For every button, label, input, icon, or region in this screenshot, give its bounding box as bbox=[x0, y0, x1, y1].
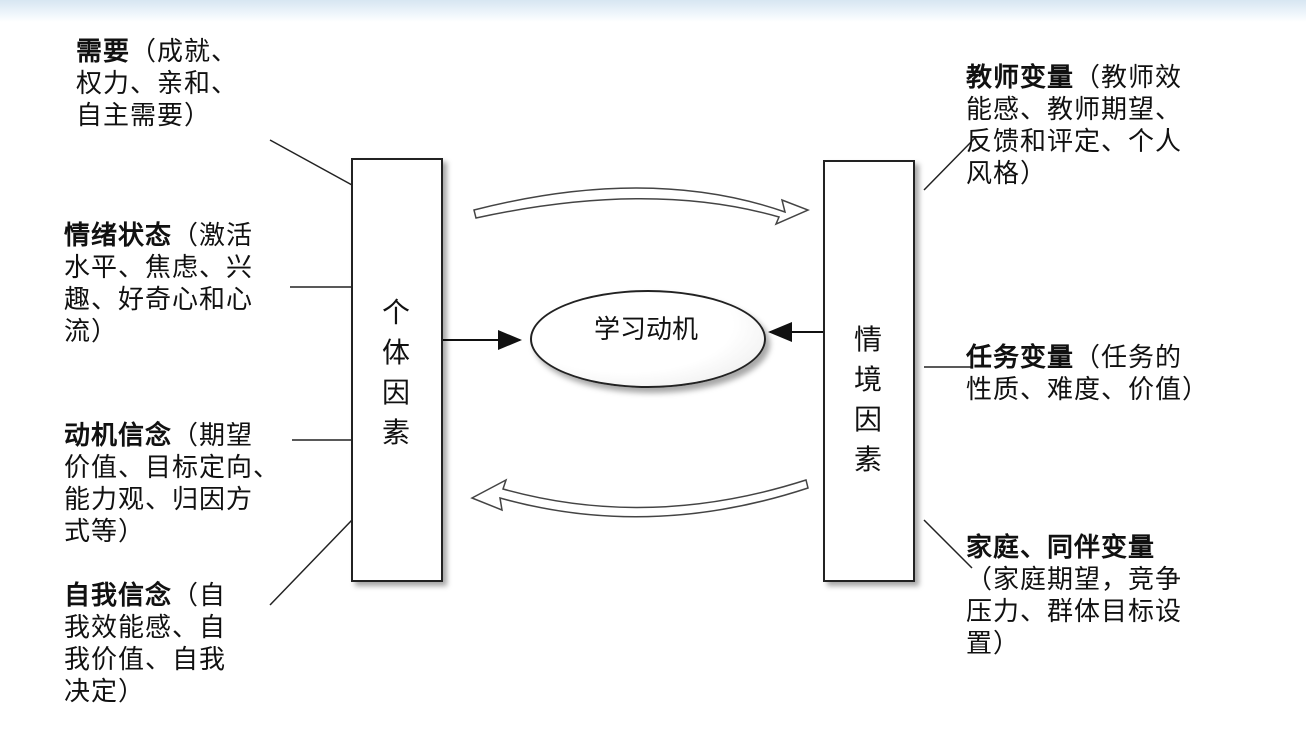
situation-char: 境 bbox=[853, 363, 882, 396]
factor-teacher: 教师变量（教师效 能感、教师期望、 反馈和评定、个人 风格） bbox=[966, 62, 1182, 190]
factor-emotion: 情绪状态（激活 水平、焦虑、兴 趣、好奇心和心 流） bbox=[64, 220, 253, 348]
factor-need: 需要（成就、 权力、亲和、 自主需要） bbox=[76, 36, 238, 132]
factor-title: 情绪状态 bbox=[64, 221, 173, 251]
top-banner bbox=[0, 0, 1306, 22]
curved-arrow-bottom bbox=[470, 478, 809, 518]
factor-family-peer: 家庭、同伴变量 （家庭期望，竞争 压力、群体目标设 置） bbox=[966, 532, 1182, 660]
factor-task: 任务变量（任务的 性质、难度、价值） bbox=[966, 342, 1209, 406]
factor-title: 任务变量 bbox=[966, 343, 1075, 373]
situation-char: 情 bbox=[853, 323, 882, 356]
factor-line: （任务的 bbox=[1074, 343, 1183, 373]
factor-line: （家庭期望，竞争 bbox=[966, 565, 1183, 595]
factor-line: 流） bbox=[64, 317, 119, 347]
factor-line: 决定） bbox=[64, 677, 146, 707]
factor-line: 我效能感、自 bbox=[64, 613, 227, 643]
factor-line: 能力观、归因方 bbox=[64, 485, 254, 515]
factor-line: 趣、好奇心和心 bbox=[64, 285, 254, 315]
factor-line: 压力、群体目标设 bbox=[966, 597, 1183, 627]
situation-factors-box bbox=[823, 160, 915, 582]
factor-line: （期望 bbox=[172, 421, 254, 451]
factor-title: 家庭、同伴变量 bbox=[966, 533, 1156, 563]
line-teacher bbox=[923, 137, 976, 191]
curved-arrow-top bbox=[473, 187, 810, 226]
factor-line: 式等） bbox=[64, 517, 146, 547]
line-self bbox=[269, 519, 353, 606]
factor-line: 风格） bbox=[966, 159, 1048, 189]
individual-char: 个 bbox=[381, 296, 410, 329]
factor-line: （教师效 bbox=[1074, 63, 1183, 93]
factor-motivational-belief: 动机信念（期望 价值、目标定向、 能力观、归因方 式等） bbox=[64, 420, 280, 548]
factor-title: 需要 bbox=[76, 37, 131, 67]
line-family bbox=[923, 519, 973, 569]
situation-factors-label: 情 境 因 素 bbox=[848, 320, 888, 480]
situation-char: 因 bbox=[853, 403, 882, 436]
individual-char: 素 bbox=[381, 416, 410, 449]
factor-line: 性质、难度、价值） bbox=[966, 375, 1210, 405]
learning-motivation-ellipse bbox=[530, 290, 766, 388]
factor-title: 动机信念 bbox=[64, 421, 173, 451]
individual-char: 体 bbox=[381, 336, 410, 369]
factor-line: （成就、 bbox=[130, 37, 239, 67]
factor-title: 自我信念 bbox=[64, 581, 173, 611]
learning-motivation-label: 学习动机 bbox=[593, 315, 698, 345]
line-need bbox=[269, 139, 353, 186]
individual-factors-box bbox=[351, 158, 443, 582]
factor-line: 权力、亲和、 bbox=[76, 69, 239, 99]
individual-factors-label: 个 体 因 素 bbox=[376, 293, 416, 453]
factor-line: （自 bbox=[172, 581, 227, 611]
factor-line: 置） bbox=[966, 629, 1021, 659]
factor-line: （激活 bbox=[172, 221, 254, 251]
factor-line: 自主需要） bbox=[76, 101, 212, 131]
factor-line: 价值、目标定向、 bbox=[64, 453, 281, 483]
factor-line: 能感、教师期望、 bbox=[966, 95, 1183, 125]
factor-line: 我价值、自我 bbox=[64, 645, 227, 675]
factor-self-belief: 自我信念（自 我效能感、自 我价值、自我 决定） bbox=[64, 580, 226, 708]
factor-line: 水平、焦虑、兴 bbox=[64, 253, 254, 283]
factor-title: 教师变量 bbox=[966, 63, 1075, 93]
factor-line: 反馈和评定、个人 bbox=[966, 127, 1183, 157]
situation-char: 素 bbox=[853, 443, 882, 476]
individual-char: 因 bbox=[381, 376, 410, 409]
